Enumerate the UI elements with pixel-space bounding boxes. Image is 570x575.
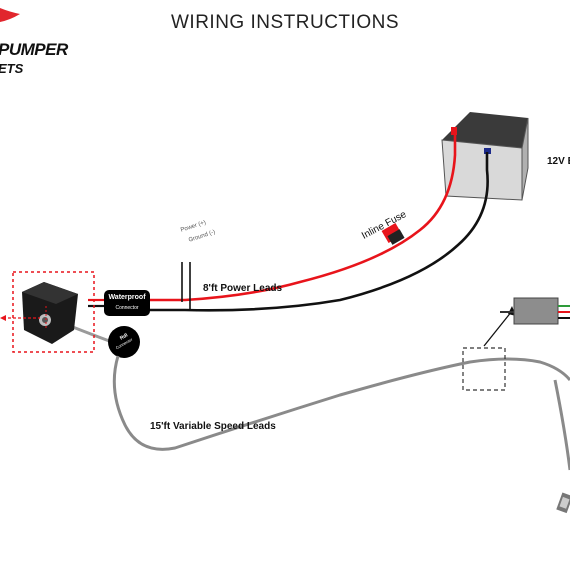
speed-lead-end: [553, 379, 570, 471]
speed-controller: [500, 297, 570, 325]
battery-label: 12V B: [547, 156, 570, 167]
controller-arrow: [483, 310, 513, 347]
waterproof-connector: [104, 290, 150, 316]
logo-subtext: ETS: [0, 61, 24, 76]
page-title: WIRING INSTRUCTIONS: [171, 12, 399, 33]
end-plug: [556, 492, 570, 514]
negative-wire: [150, 152, 489, 312]
waterproof-connector-sublabel: Connector: [115, 305, 139, 311]
inline-fuse: [381, 222, 405, 245]
controller-mount-outline: [462, 347, 506, 391]
logo-mark: [0, 8, 20, 22]
power-leads-label: 8'ft Power Leads: [203, 283, 283, 294]
switch-connector: [108, 326, 140, 358]
variable-speed-lead: [112, 355, 570, 451]
logo-wordmark: PUMPER: [0, 40, 68, 59]
pump-highlight-box: [12, 271, 95, 353]
battery: [441, 112, 529, 201]
positive-wire: [150, 132, 457, 302]
waterproof-connector-label: Waterproof: [108, 294, 146, 301]
pump: [0, 282, 78, 344]
variable-speed-leads-label: 15'ft Variable Speed Leads: [150, 421, 276, 432]
